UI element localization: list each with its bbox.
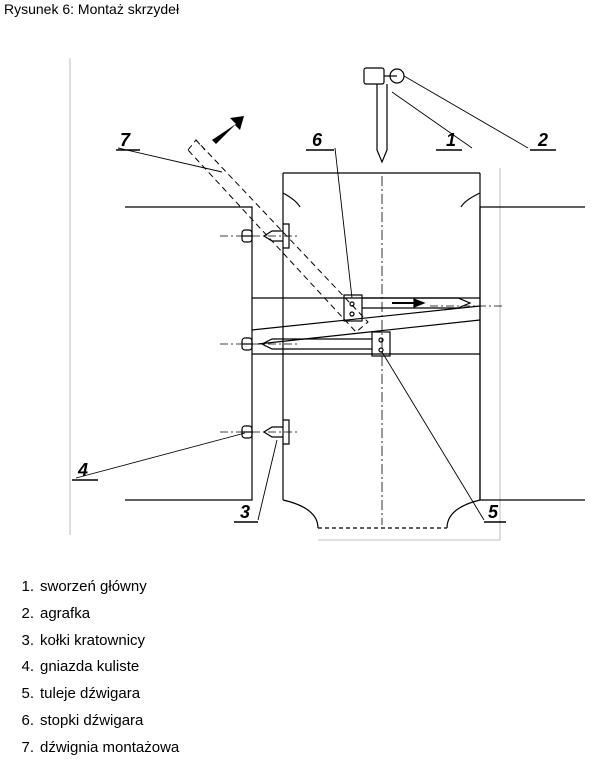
- direction-arrow: [212, 116, 244, 144]
- label-underlines: [72, 149, 556, 523]
- pin-axes: [220, 235, 505, 433]
- legend-text: sworzeń główny: [40, 578, 147, 595]
- truss-pegs: [262, 223, 290, 445]
- legend-number: 3.: [21, 631, 34, 649]
- right-wing: [479, 206, 585, 501]
- legend-text: dźwignia montażowa: [40, 738, 180, 756]
- legend-text: agrafka: [40, 604, 91, 622]
- legend-item: 1. sworzeń główny: [12, 574, 179, 601]
- legend-number: 2.: [21, 604, 34, 622]
- legend-number: 5.: [21, 685, 34, 703]
- label-5: 5: [488, 502, 499, 522]
- legend-text: stopki dźwigara: [40, 711, 144, 729]
- assembly-lever: [187, 139, 369, 333]
- legend-item: 7. dźwignia montażowa: [12, 735, 179, 762]
- label-3: 3: [240, 502, 250, 522]
- legend-number: 6.: [21, 711, 34, 729]
- spar-foot-lower: [371, 331, 391, 357]
- left-wing: [125, 206, 253, 501]
- leader-lines: [75, 75, 529, 521]
- legend-item: 2. agrafka: [12, 601, 179, 628]
- legend-text: kołki kratownicy: [40, 631, 146, 649]
- label-6: 6: [312, 130, 323, 150]
- legend-number: 1.: [21, 578, 34, 595]
- legend-text: gniazda kuliste: [40, 658, 140, 676]
- label-1: 1: [446, 130, 456, 150]
- wing-assembly-diagram: 7 6 1 2 4 3 5: [69, 58, 585, 541]
- label-7: 7: [120, 130, 131, 150]
- frame-lines: [69, 58, 501, 541]
- legend-number: 4.: [21, 658, 34, 676]
- legend-item: 6. stopki dźwigara: [12, 708, 179, 735]
- parts-legend: 1. sworzeń główny 2. agrafka 3. kołki krato…: [12, 574, 179, 762]
- label-4: 4: [77, 460, 88, 480]
- main-pin: [363, 67, 405, 164]
- legend-item: 3. kołki kratownicy: [12, 628, 179, 655]
- legend-item: 4. gniazda kuliste: [12, 654, 179, 681]
- figure-caption: Rysunek 6: Montaż skrzydeł: [4, 1, 180, 17]
- spars: [251, 297, 481, 355]
- lower-pin: [260, 338, 372, 350]
- ball-sockets: [241, 229, 253, 439]
- legend-number: 7.: [21, 738, 34, 756]
- legend-text: tuleje dźwigara: [40, 685, 141, 703]
- callout-labels: 7 6 1 2 4 3 5: [77, 130, 548, 522]
- spar-foot-upper: [343, 294, 472, 322]
- legend-item: 5. tuleje dźwigara: [12, 681, 179, 708]
- label-2: 2: [537, 130, 548, 150]
- fuselage-center: [282, 172, 481, 529]
